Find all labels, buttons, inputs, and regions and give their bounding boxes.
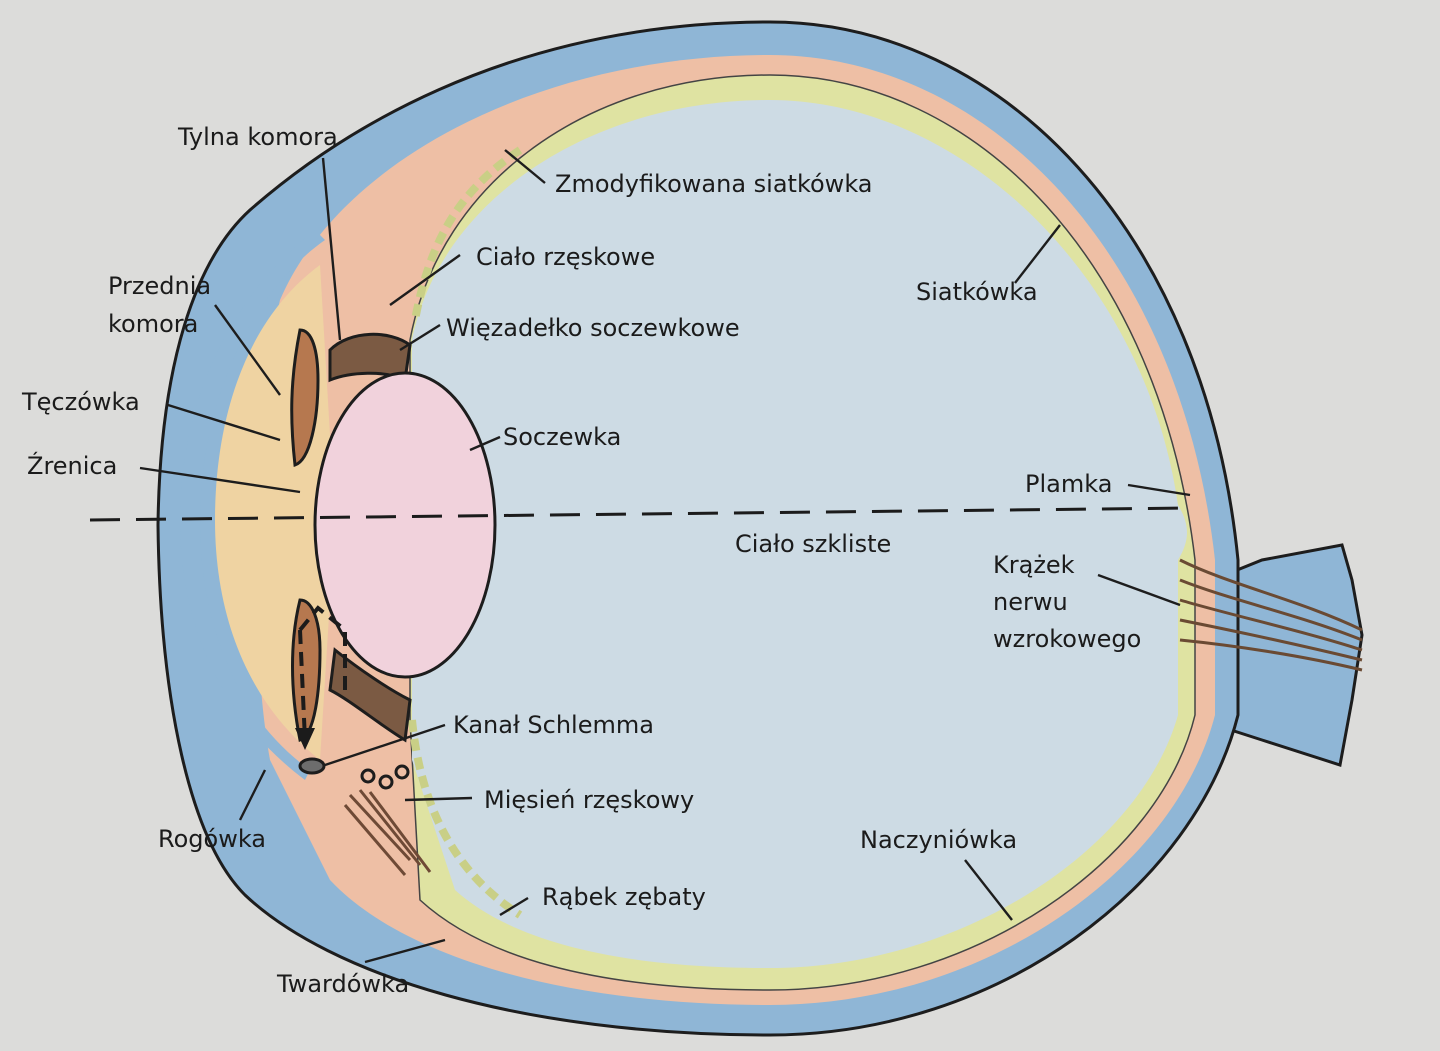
label-krazek-line2: nerwu bbox=[993, 588, 1068, 616]
ciliary-body-lower bbox=[328, 647, 412, 743]
label-rabek-zebaty: Rąbek zębaty bbox=[542, 883, 706, 911]
vitreous-body bbox=[412, 100, 1187, 968]
leader-cialo-rzeskowe bbox=[389, 254, 461, 306]
ciliary-muscle bbox=[343, 789, 432, 876]
label-teczowka: Tęczówka bbox=[21, 388, 140, 416]
leader-naczyniowka bbox=[964, 859, 1013, 921]
label-wiezadelko: Więzadełko soczewkowe bbox=[446, 314, 740, 342]
label-plamka: Plamka bbox=[1025, 470, 1112, 498]
label-cialo-szkliste: Ciało szkliste bbox=[735, 530, 891, 558]
label-rogowka: Rogówka bbox=[158, 825, 266, 853]
leader-miesien-rzeskowy bbox=[404, 796, 473, 802]
label-przednia-komora-line2: komora bbox=[108, 310, 198, 338]
label-zrenica: Źrenica bbox=[27, 451, 117, 480]
aqueous-flow-arrowhead bbox=[295, 728, 315, 750]
ora-serrata-upper bbox=[411, 146, 523, 321]
label-tylna-komora: Tylna komora bbox=[177, 123, 338, 151]
leader-zmodyfikowana-siatkowka bbox=[504, 149, 546, 184]
schlemm-canal bbox=[298, 757, 326, 775]
label-krazek-line3: wzrokowego bbox=[993, 625, 1141, 653]
label-krazek-line1: Krążek bbox=[993, 551, 1075, 579]
label-soczewka: Soczewka bbox=[503, 423, 621, 451]
label-cialo-rzeskowe: Ciało rzęskowe bbox=[476, 243, 655, 271]
optic-nerve-fibers bbox=[1179, 558, 1363, 672]
leader-soczewka bbox=[469, 435, 501, 452]
ciliary-muscle-cell bbox=[360, 768, 376, 784]
leader-teczowka bbox=[167, 403, 281, 442]
leader-wiezadelko bbox=[399, 323, 441, 352]
label-twardowka: Twardówka bbox=[276, 970, 409, 998]
ciliary-muscle-cell bbox=[378, 774, 394, 790]
label-przednia-komora-line1: Przednia bbox=[108, 272, 211, 300]
leader-tylna-komora bbox=[321, 157, 342, 341]
label-naczyniowka: Naczyniówka bbox=[860, 826, 1017, 854]
lens bbox=[313, 371, 497, 679]
leader-rabek-zebaty bbox=[499, 896, 529, 917]
aqueous-flow-arrow bbox=[298, 605, 347, 741]
labels: Tylna komora Zmodyfikowana siatkówka Cia… bbox=[21, 123, 1141, 998]
ora-serrata-lower bbox=[408, 719, 523, 919]
label-zmodyfikowana-siatkowka: Zmodyfikowana siatkówka bbox=[555, 170, 873, 198]
ciliary-muscle-cell bbox=[394, 764, 410, 780]
leader-rogowka bbox=[238, 769, 267, 821]
leader-przednia-komora bbox=[214, 304, 281, 396]
leader-twardowka bbox=[364, 938, 446, 964]
label-miesien-rzeskowy: Mięsień rzęskowy bbox=[484, 786, 694, 814]
leader-lines bbox=[139, 149, 1191, 964]
leader-zrenica bbox=[139, 466, 301, 494]
cornea bbox=[180, 230, 325, 780]
label-kanal-schlemma: Kanał Schlemma bbox=[453, 711, 654, 739]
label-siatkowka: Siatkówka bbox=[916, 278, 1038, 306]
leader-siatkowka bbox=[1014, 224, 1061, 284]
leader-plamka bbox=[1127, 483, 1191, 497]
leader-krazek bbox=[1097, 573, 1181, 607]
iris-upper bbox=[290, 328, 320, 468]
ciliary-body-upper bbox=[328, 332, 412, 383]
leader-kanal-schlemma bbox=[324, 723, 446, 767]
